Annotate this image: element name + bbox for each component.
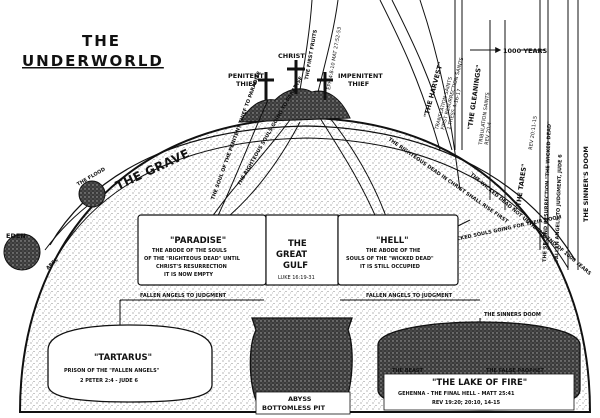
gulf-line1: THE (288, 239, 307, 249)
second-resurrection: THE SECOND RESURRECTION "THE WICKED DEAD… (542, 121, 553, 262)
first-fruits-ref: EPH 4:8-10 MAT 27:52-53 (326, 26, 343, 90)
hell-line2: SOULS OF THE "WICKED DEAD" (346, 256, 434, 262)
cross-penitent-icon (258, 72, 274, 100)
lake-title: "THE LAKE OF FIRE" (432, 378, 527, 388)
paradise-title: "PARADISE" (170, 236, 226, 246)
hell-line3: IT IS STILL OCCUPIED (360, 264, 420, 270)
penitent-line1: PENITENT (228, 72, 264, 80)
fallen-angels-right: FALLEN ANGELS TO JUDGMENT (366, 293, 453, 299)
cross-impenitent-icon (317, 72, 333, 100)
lake-false-prophet: THE FALSE PROPHET (486, 368, 544, 374)
hell-line1: THE ABODE OF THE (366, 248, 421, 254)
fallen-angels-left: FALLEN ANGELS TO JUDGMENT (140, 293, 227, 299)
title-line1: THE (82, 32, 121, 50)
eden-label: EDEN (6, 232, 26, 240)
flood-globe (78, 180, 106, 208)
paradise-line3: CHRIST'S RESURRECTION (156, 264, 227, 270)
tartarus-line2: 2 PETER 2:4 - JUDE 6 (80, 378, 138, 384)
abyss-line1: ABYSS (288, 395, 312, 403)
tartarus-title: "TARTARUS" (94, 353, 152, 363)
sinners-doom-top: THE SINNER'S DOOM (582, 146, 590, 222)
lake-beast: THE BEAST (392, 368, 423, 374)
fallen-angels-jude: FALLEN ANGELS TO JUDGMENT, JUDE 6 (554, 154, 564, 262)
lake-line1: GEHENNA - THE FINAL HELL - MATT 25:41 (398, 391, 515, 397)
tares-ref: REV 20:11-15 (528, 116, 539, 151)
christ-label: CHRIST (278, 52, 305, 60)
gulf-line3: GULF (283, 261, 308, 271)
title-line2: UNDERWORLD (22, 52, 164, 70)
gleanings-ref-2: REV 20:4 (484, 122, 493, 145)
cross-christ-icon (287, 60, 305, 94)
first-fruits-label: THE FIRST FRUITS (304, 29, 319, 80)
hell-box (337, 214, 459, 286)
thousand-years: 1000 YEARS (503, 47, 548, 55)
tares-label: "THE TARES" (514, 163, 528, 210)
lake-line2: REV 19:20; 20:10, 14-15 (432, 400, 501, 406)
impenitent-line2: THIEF (348, 80, 369, 88)
gulf-ref: LUKE 16:19-31 (278, 275, 315, 281)
hell-title: "HELL" (376, 236, 409, 246)
paradise-line2: OF THE "RIGHTEOUS DEAD" UNTIL (144, 256, 241, 262)
paradise-line4: IT IS NOW EMPTY (164, 272, 213, 278)
impenitent-line1: IMPENITENT (338, 72, 383, 80)
tartarus-line1: PRISON OF THE "FALLEN ANGELS" (64, 368, 160, 374)
gulf-line2: GREAT (276, 250, 307, 260)
sinners-doom: THE SINNERS DOOM (484, 312, 541, 318)
eden-globe (3, 233, 41, 271)
penitent-line2: THIEF (236, 80, 257, 88)
abyss-line2: BOTTOMLESS PIT (262, 404, 326, 412)
paradise-line1: THE ABODE OF THE SOULS (152, 248, 227, 254)
gulf-box (265, 214, 339, 286)
tartarus-pit (47, 324, 213, 403)
grave-band (49, 125, 576, 261)
